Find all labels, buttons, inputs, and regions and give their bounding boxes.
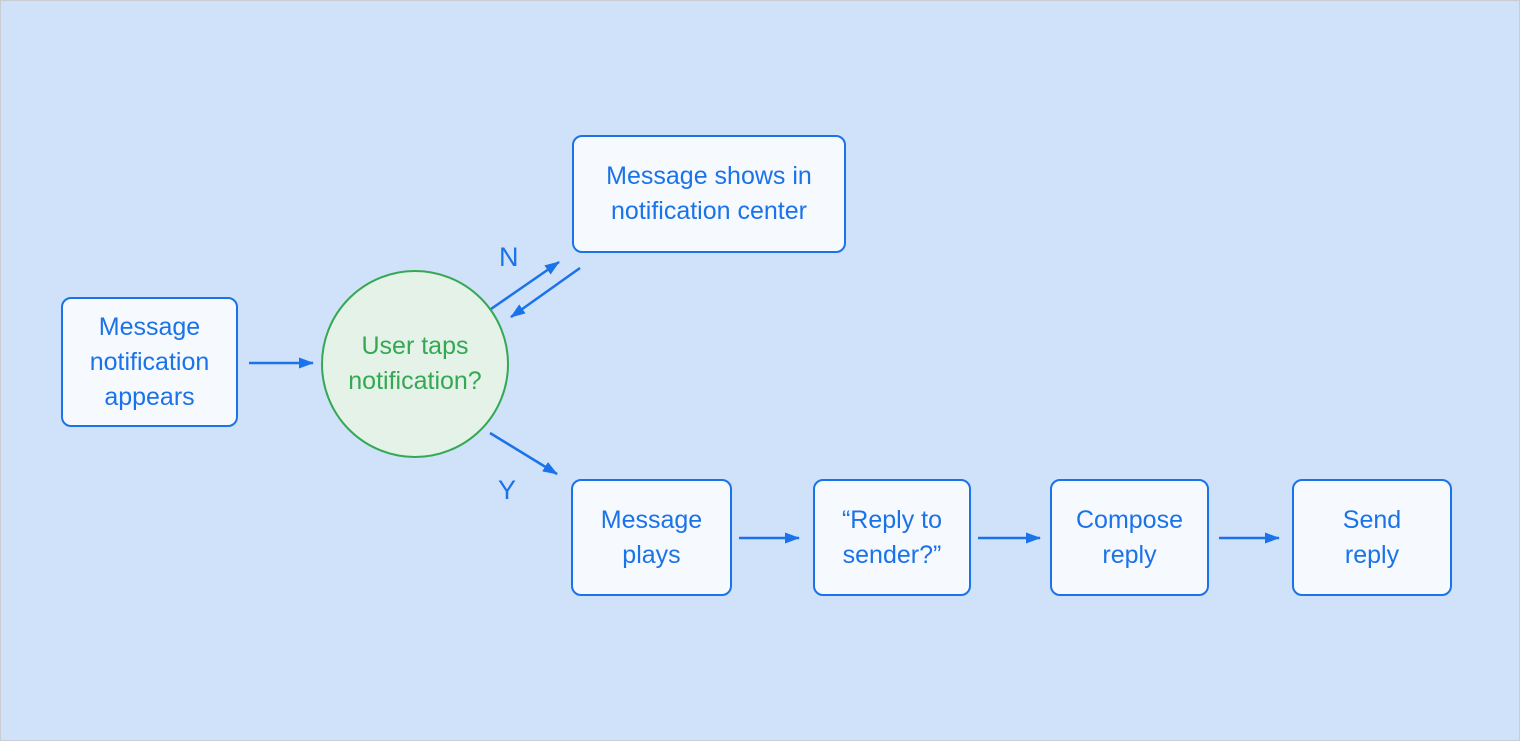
node-label: “Reply to sender?”: [841, 505, 943, 569]
node-message-notification-appears[interactable]: Message notification appears: [61, 297, 238, 427]
node-label: Message notification appears: [89, 312, 210, 411]
connector-notification-center-to-decision[interactable]: [510, 266, 581, 319]
node-send-reply[interactable]: Send reply: [1292, 479, 1452, 596]
node-label: Send reply: [1342, 505, 1402, 569]
node-user-taps-notification-decision[interactable]: User taps notification?: [321, 270, 509, 458]
connector-decision-to-message-plays[interactable]: [489, 431, 558, 476]
connector-decision-to-notification-center[interactable]: [490, 260, 560, 311]
node-compose-reply[interactable]: Compose reply: [1050, 479, 1209, 596]
node-label: Message plays: [600, 505, 703, 569]
node-label: Message shows in notification center: [606, 162, 812, 225]
node-label: Compose reply: [1076, 505, 1183, 569]
node-message-shows-in-notification-center[interactable]: Message shows in notification center: [572, 135, 846, 253]
node-message-plays[interactable]: Message plays: [571, 479, 732, 596]
edge-label-yes: Y: [498, 475, 517, 505]
node-label: User taps notification?: [348, 332, 482, 395]
node-reply-to-sender[interactable]: “Reply to sender?”: [813, 479, 971, 596]
edge-label-no: N: [499, 242, 519, 272]
